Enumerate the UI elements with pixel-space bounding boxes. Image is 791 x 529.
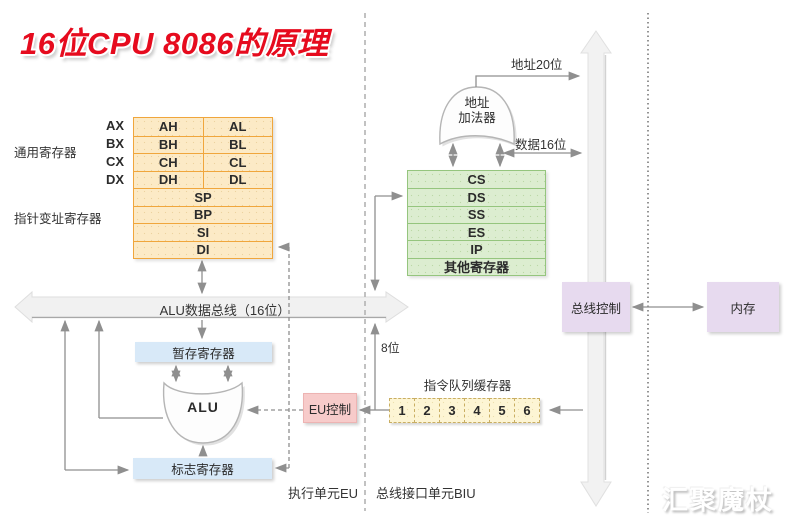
register-cell: BH — [158, 137, 178, 153]
alu-label: ALU — [187, 399, 219, 415]
register-name: CX — [105, 153, 124, 169]
register-cell: SP — [194, 189, 212, 205]
watermark: 汇聚魔杖 — [662, 485, 775, 515]
queue-cell: 4 — [464, 398, 490, 423]
segment-register-table: CS DS SS ES IP 其他寄存器 — [407, 170, 546, 276]
register-name: AX — [105, 118, 124, 134]
alu-data-bus-arrow — [14, 290, 409, 324]
flag-register-box: 标志寄存器 — [133, 458, 272, 479]
table-row: SP — [134, 188, 272, 206]
system-bus-arrow — [580, 30, 612, 507]
register-name: BX — [105, 136, 124, 152]
execution-unit-label: 执行单元EU — [287, 486, 358, 501]
general-register-table: AH AL BH BL CH CL DH DL SP BP SI DI — [133, 117, 273, 259]
register-name-column: AX BX CX DX — [86, 117, 124, 188]
alu-data-bus-label: ALU数据总线（16位） — [159, 303, 291, 318]
register-cell: CH — [158, 154, 178, 170]
register-cell: SI — [196, 224, 210, 240]
register-cell: CL — [202, 154, 273, 171]
address-adder-label-line2: 加法器 — [458, 110, 496, 125]
table-row: BP — [134, 205, 272, 224]
pointer-index-registers-label: 指针变址寄存器 — [14, 212, 102, 226]
data-width-label: 数据16位 — [515, 138, 567, 152]
register-cell: DI — [196, 242, 210, 258]
queue-cell: 6 — [514, 398, 540, 423]
register-cell: BP — [193, 207, 213, 223]
dashed-connectors — [246, 242, 303, 473]
address-adder-label-line1: 地址 — [464, 96, 490, 110]
solid-connectors — [60, 71, 705, 475]
register-cell: AL — [202, 118, 273, 136]
queue-width-label: 8位 — [381, 341, 400, 355]
instruction-queue-label: 指令队列缓存器 — [423, 379, 512, 393]
table-row: AH AL — [134, 118, 272, 136]
instruction-queue: 1 2 3 4 5 6 — [389, 398, 540, 423]
segment-register-cell: IP — [408, 240, 545, 257]
table-row: DI — [134, 240, 272, 259]
register-cell: BL — [202, 136, 273, 153]
register-cell: AH — [158, 119, 178, 135]
general-registers-label: 通用寄存器 — [14, 146, 77, 160]
alu-shape — [162, 381, 244, 444]
segment-register-cell: SS — [408, 205, 545, 223]
queue-cell: 2 — [414, 398, 440, 423]
table-row: SI — [134, 223, 272, 241]
segment-register-cell: DS — [408, 188, 545, 205]
address-width-label: 地址20位 — [511, 58, 563, 72]
table-row: DH DL — [134, 170, 273, 188]
eu-control-box: EU控制 — [303, 393, 357, 423]
queue-cell: 5 — [489, 398, 515, 423]
table-row: CH CL — [134, 153, 272, 171]
queue-cell: 1 — [389, 398, 415, 423]
page-title: 16位CPU 8086的原理 — [20, 26, 329, 61]
register-cell: DL — [202, 171, 273, 188]
register-name: DX — [105, 171, 124, 187]
temp-register-box: 暂存寄存器 — [135, 342, 272, 362]
segment-register-cell: ES — [408, 223, 545, 240]
table-row: BH BL — [134, 135, 273, 153]
register-cell: DH — [158, 172, 178, 188]
segment-register-cell: 其他寄存器 — [408, 257, 545, 275]
queue-cell: 3 — [439, 398, 465, 423]
bus-interface-unit-label: 总线接口单元BIU — [376, 486, 476, 501]
memory-box: 内存 — [707, 282, 779, 332]
segment-register-cell: CS — [467, 172, 486, 188]
address-adder-shape — [439, 86, 515, 146]
address-adder-label: 地址 加法器 — [447, 96, 507, 125]
bus-control-box: 总线控制 — [562, 282, 630, 332]
